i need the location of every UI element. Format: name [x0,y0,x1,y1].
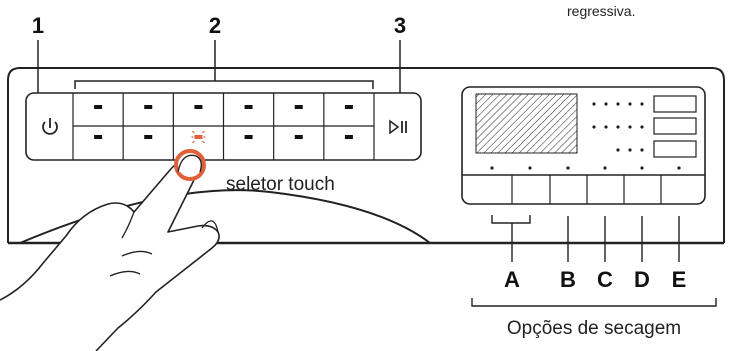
indicator-dot [616,148,620,152]
indicator-dot [640,148,644,152]
drying-option-dots [490,166,681,170]
key-led [144,105,153,109]
start-pause-button[interactable] [374,93,421,160]
option-letter-d: D [634,267,650,292]
option-dot [640,166,644,170]
program-key[interactable] [224,93,274,126]
callout-2-label: 2 [209,13,221,38]
top-caption-fragment: regressiva. [567,3,635,19]
option-letter-c: C [597,267,613,292]
drying-option-button[interactable] [624,175,661,204]
key-led [94,135,103,139]
indicator-box-3 [653,140,697,158]
key-led [294,105,303,109]
key-led [244,135,253,139]
callout-1-label: 1 [32,13,44,38]
indicator-dot [604,102,608,106]
drying-option-button[interactable] [512,175,550,204]
program-key[interactable] [73,126,123,159]
program-key[interactable] [73,93,123,126]
program-key[interactable] [224,126,274,159]
program-key[interactable] [123,126,173,159]
power-icon [42,118,58,135]
drying-option-button[interactable] [550,175,587,204]
option-dot [490,166,494,170]
drying-option-buttons [462,175,705,204]
option-dot [528,166,532,170]
indicator-box-1 [653,95,697,113]
indicator-dot [628,148,632,152]
program-key[interactable] [173,126,223,159]
program-key[interactable] [324,126,374,159]
program-key[interactable] [173,93,223,126]
indicator-dot [640,102,644,106]
option-dot [677,166,681,170]
program-key[interactable] [123,93,173,126]
key-led [344,135,353,139]
option-letter-e: E [672,267,687,292]
touch-selector-caption: seletor touch [226,174,335,195]
indicator-dots [592,102,644,152]
indicator-dot [616,125,620,129]
program-key[interactable] [274,93,324,126]
option-dot [566,166,570,170]
indicator-dot [628,125,632,129]
key-led [144,135,153,139]
callout-3-label: 3 [394,13,406,38]
option-a-bracket [491,215,531,224]
drying-option-button[interactable] [462,175,512,204]
indicator-box-2 [653,117,697,135]
key-led [94,105,103,109]
key-led [194,105,203,109]
key-led [344,105,353,109]
power-button[interactable] [26,93,73,160]
play-pause-icon [389,119,407,135]
key-led [294,135,303,139]
indicator-dot [616,102,620,106]
indicator-dot [628,102,632,106]
drying-option-button[interactable] [661,175,705,204]
program-key[interactable] [274,126,324,159]
fingertip [177,154,203,173]
drying-option-button[interactable] [587,175,624,204]
option-letter-b: B [560,267,576,292]
callout-2-bracket [74,80,374,89]
drying-options-caption: Opções de secagem [507,318,681,339]
hand-icon [0,160,220,351]
display-screen [475,93,578,154]
indicator-dot [592,102,596,106]
drying-options-bracket [471,298,717,307]
key-led [244,105,253,109]
indicator-dot [592,125,596,129]
active-key-icon [191,130,206,144]
machine-body-outline [7,67,725,243]
program-key[interactable] [324,93,374,126]
indicator-dot [604,125,608,129]
option-letter-a: A [504,267,520,292]
option-dot [603,166,607,170]
indicator-dot [640,125,644,129]
program-key-grid [72,93,375,160]
